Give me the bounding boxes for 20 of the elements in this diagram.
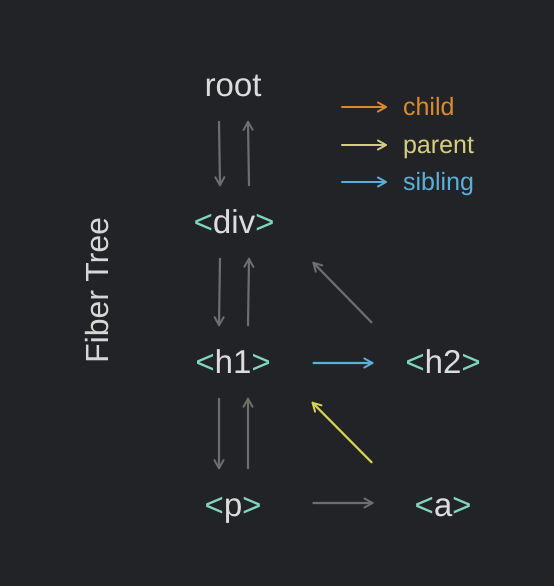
arrow <box>243 258 254 326</box>
arrow <box>242 120 254 186</box>
arrow <box>214 258 225 326</box>
node-label: root <box>204 65 262 105</box>
arrow <box>312 262 372 324</box>
node-label: <div> <box>194 202 274 242</box>
arrow <box>214 398 224 470</box>
arrow <box>214 120 226 186</box>
legend-label: parent <box>403 130 474 160</box>
node-label: <h1> <box>195 342 271 382</box>
node-label: <h2> <box>405 342 481 382</box>
arrow <box>312 498 374 508</box>
legend-label: child <box>403 92 454 122</box>
node-label: <a> <box>414 485 472 525</box>
arrow <box>312 358 374 368</box>
diagram-title: Fiber Tree <box>78 217 116 363</box>
arrow <box>312 402 373 464</box>
node-label: <p> <box>204 485 262 525</box>
legend-label: sibling <box>403 167 474 197</box>
arrow <box>242 398 254 470</box>
